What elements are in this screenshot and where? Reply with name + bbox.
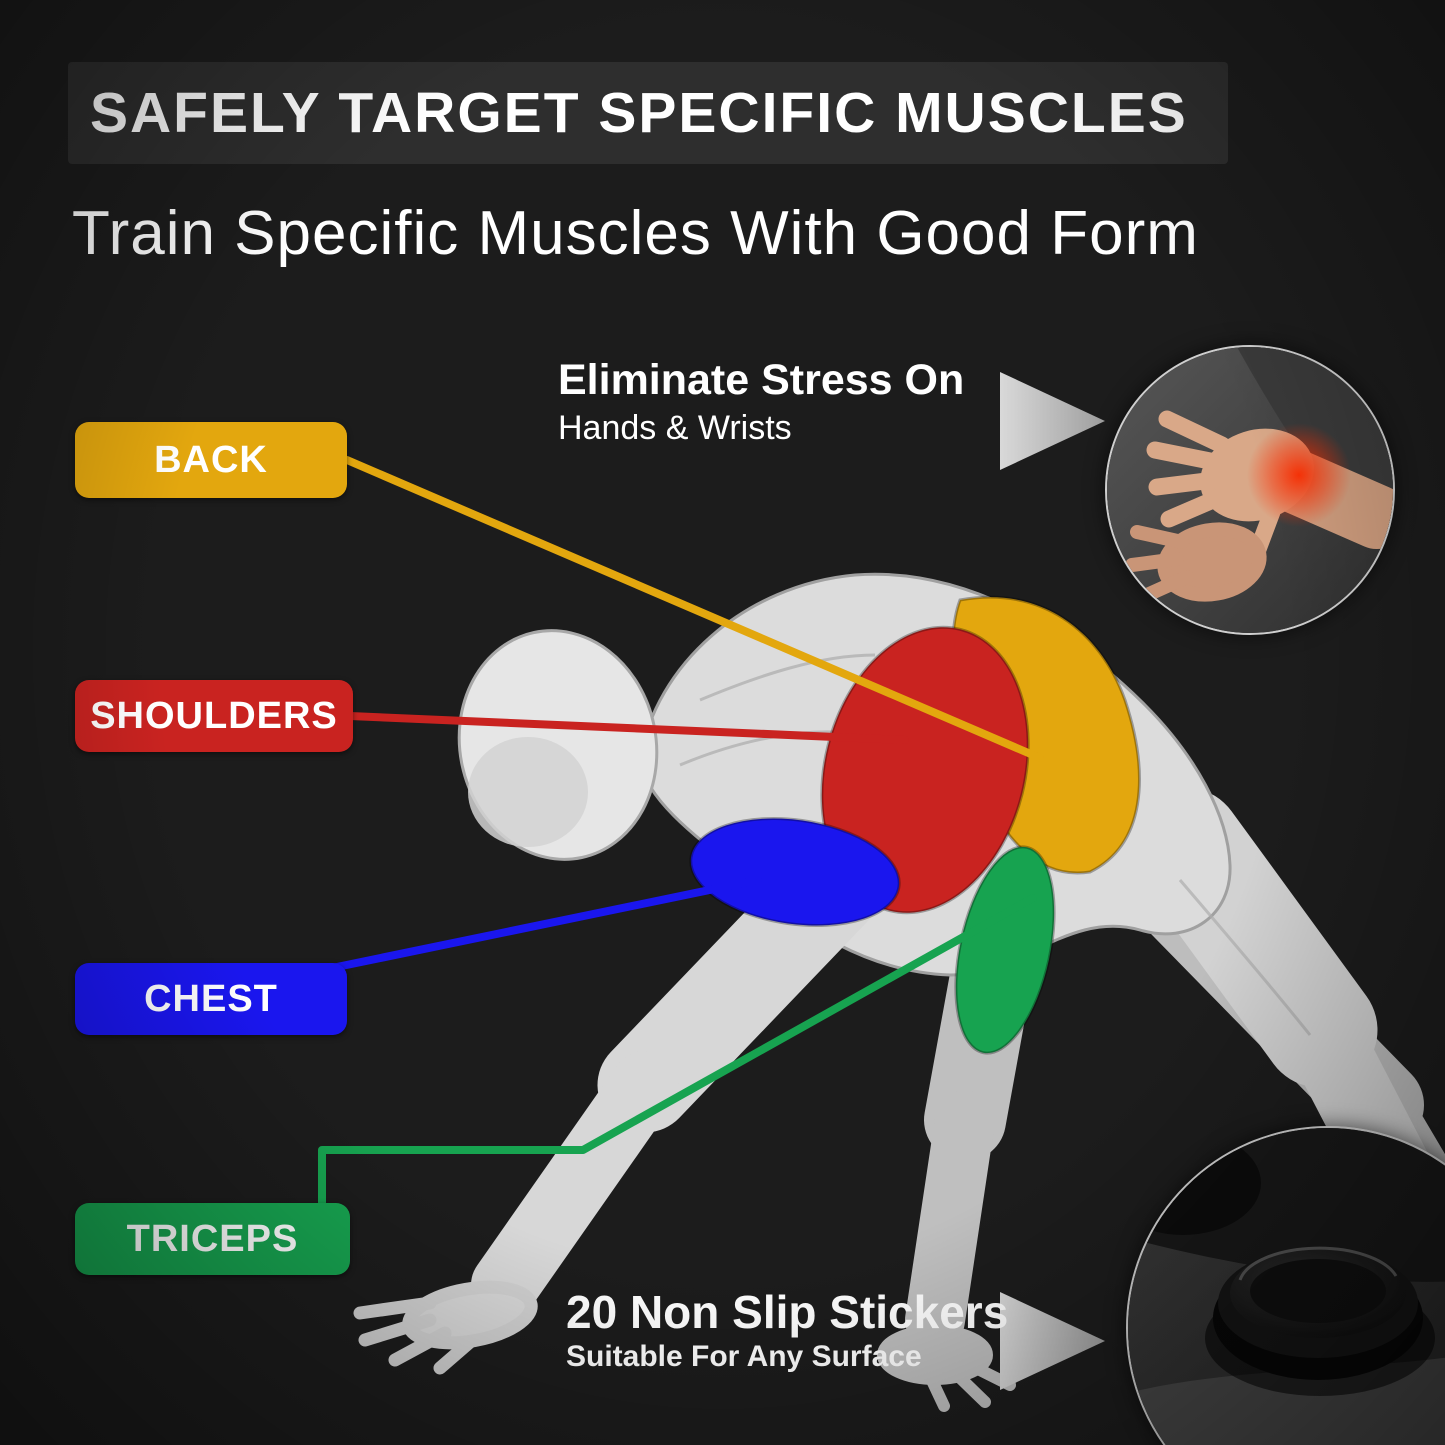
pad-highlight [1238,1246,1398,1281]
head [457,629,659,861]
hand-wrist-illustration [1107,347,1393,633]
callout-wrists: Eliminate Stress On Hands & Wrists [558,356,965,448]
muscle-label-triceps: TRICEPS [75,1203,350,1275]
pad-texture [1250,1259,1386,1323]
muscle-label-back-text: BACK [154,438,268,481]
muscle-label-shoulders-text: SHOULDERS [90,694,338,737]
callout-stickers: 20 Non Slip Stickers Suitable For Any Su… [566,1288,1008,1374]
title-banner: SAFELY TARGET SPECIFIC MUSCLES [68,62,1228,164]
near-hand [353,1280,538,1375]
muscle-label-chest: CHEST [75,963,347,1035]
muscle-label-back: BACK [75,422,347,498]
page-title: SAFELY TARGET SPECIFIC MUSCLES [90,81,1188,145]
wrist-pain-glow [1247,423,1351,527]
muscle-label-chest-text: CHEST [144,977,278,1020]
callout-stickers-subtitle: Suitable For Any Surface [566,1340,922,1374]
muscle-label-triceps-text: TRICEPS [126,1217,299,1260]
callout-wrists-title: Eliminate Stress On [558,356,965,404]
hands-wrist-inset-photo [1105,345,1395,635]
callout-stickers-title: 20 Non Slip Stickers [566,1286,1009,1338]
second-hand [1125,522,1267,602]
callout-wrists-subtitle: Hands & Wrists [558,409,792,448]
page-subtitle: Train Specific Muscles With Good Form [72,199,1199,268]
muscle-label-shoulders: SHOULDERS [75,680,353,752]
